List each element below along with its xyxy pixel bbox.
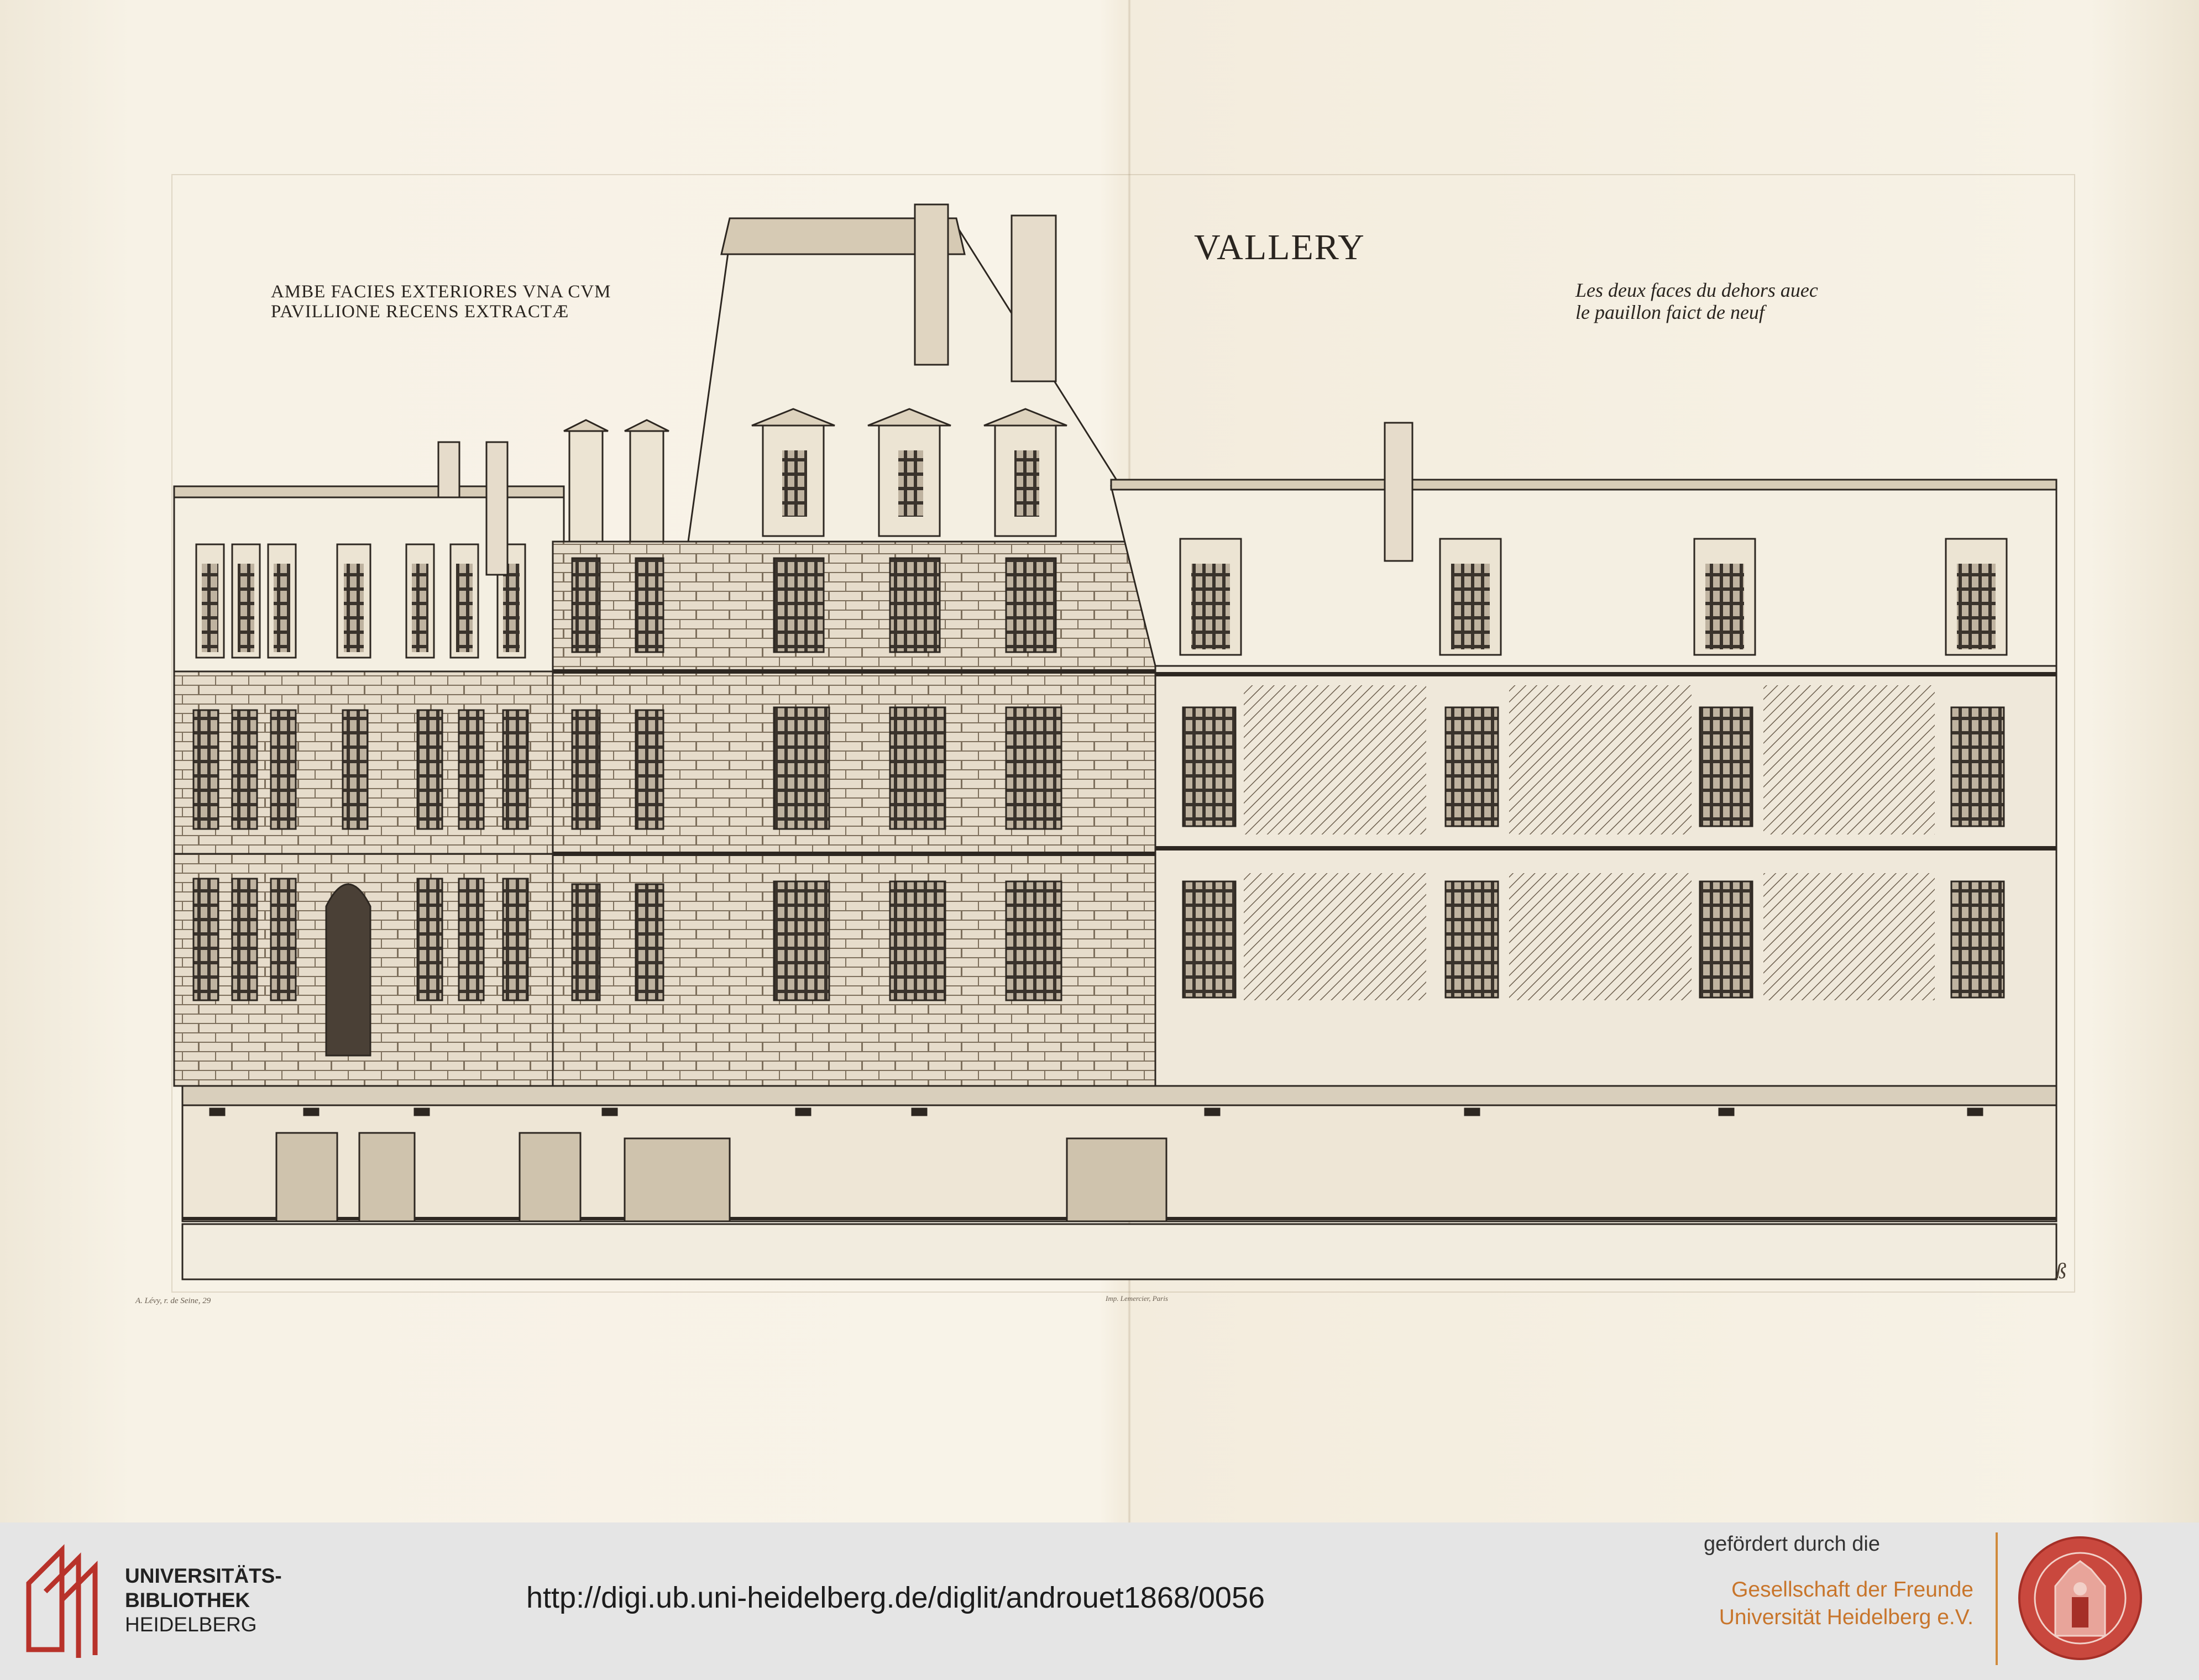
- french-caption-line-1: Les deux faces du dehors auec: [1575, 279, 1818, 301]
- permalink-url[interactable]: http://digi.ub.uni-heidelberg.de/diglit/…: [526, 1581, 1265, 1614]
- engraver-signature: A. Lévy, r. de Seine, 29: [135, 1296, 211, 1305]
- library-name-line-2: BIBLIOTHEK: [125, 1589, 250, 1611]
- french-caption-line-2: le pauillon faict de neuf: [1575, 301, 1765, 323]
- latin-caption: AMBE FACIES EXTERIORES VNA CVM PAVILLION…: [271, 282, 658, 322]
- library-name-line-3: HEIDELBERG: [125, 1613, 257, 1636]
- terrace-base: [181, 1085, 2057, 1280]
- central-pavilion: [552, 203, 1157, 1090]
- society-line-2: Universität Heidelberg e.V.: [1719, 1605, 1973, 1629]
- french-caption: Les deux faces du dehors auec le pauillo…: [1575, 279, 1841, 323]
- society-name[interactable]: Gesellschaft der Freunde Universität Hei…: [1704, 1576, 1973, 1631]
- right-wing: [1110, 422, 2057, 1093]
- chateau-elevation-engraving: [173, 203, 2057, 1280]
- footer-divider: [1996, 1532, 1998, 1665]
- footer-bar: [0, 1523, 2199, 1680]
- printer-signature: Imp. Lemercier, Paris: [1106, 1294, 1168, 1303]
- latin-caption-line-2: PAVILLIONE RECENS EXTRACTÆ: [271, 302, 569, 322]
- university-seal-icon: [2018, 1536, 2142, 1660]
- plate-mark: ß: [2055, 1258, 2066, 1283]
- promoted-by-label: gefördert durch die: [1704, 1532, 1880, 1556]
- library-name: UNIVERSITÄTS- BIBLIOTHEK HEIDELBERG: [125, 1564, 282, 1637]
- plate-border: [171, 174, 2075, 1293]
- engraving-title: VALLERY: [1194, 227, 1365, 267]
- left-wing: [173, 441, 565, 1087]
- library-name-line-1: UNIVERSITÄTS-: [125, 1565, 282, 1587]
- ub-logo-icon[interactable]: [23, 1539, 106, 1661]
- latin-caption-line-1: AMBE FACIES EXTERIORES VNA CVM: [271, 282, 611, 302]
- society-line-1: Gesellschaft der Freunde: [1731, 1578, 1973, 1602]
